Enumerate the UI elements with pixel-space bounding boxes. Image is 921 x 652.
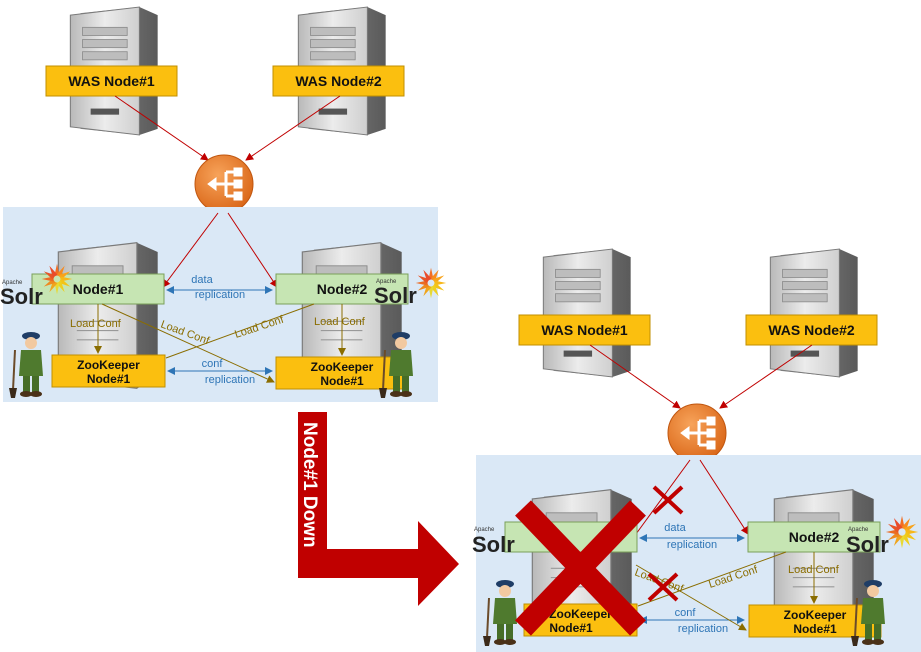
node-down-label: Node#1 Down [299,422,320,548]
was-node-2-label: WAS Node#2 [295,73,382,89]
node-down-transition: Node#1 Down [298,412,459,606]
solr-node-2-label: Node#2 [317,281,368,297]
was2-to-lb-line [719,344,813,409]
conf-replication-label-2: replication [678,623,728,635]
solr-node-1-box[interactable] [31,273,165,305]
conf-replication-label-2: replication [205,374,255,386]
was-node-2-label: WAS Node#2 [768,322,855,338]
data-replication-label-1: data [664,522,686,534]
node-down-arrow [298,412,459,606]
was1-to-lb-line [589,344,681,409]
was-server-1-icon [542,248,632,378]
solr-logo-small-text: Apache [376,279,397,285]
failed-node-cross-icon [515,500,646,636]
zookeeper-2-label-2: Node#1 [320,374,364,388]
solr-node-1-label: Node#1 [73,281,124,297]
solr-logo-left: Apache Solr [472,527,515,557]
zookeeper-2-label-1: ZooKeeper [784,608,847,622]
load-conf-label-1: Load Conf [70,318,122,330]
load-conf-cross-2 [637,551,787,607]
solr-logo-small-text: Apache [474,527,495,533]
solr-logo-small-text: Apache [848,527,869,533]
solr-node-2-box[interactable] [275,273,409,305]
solr-logo-text: Solr [846,532,889,557]
load-conf-label-4: Load Conf [314,316,366,328]
was-node-2-box[interactable] [272,65,405,97]
solr-logo-left: Apache Solr [0,263,73,309]
was1-to-lb-line [114,95,209,161]
conf-replication-label-1: conf [675,607,697,619]
after-state: WAS Node#1 WAS Node#2 Node#2 Apache Solr… [472,248,921,652]
was-node-1-label: WAS Node#1 [541,322,628,338]
load-balancer-icon [667,403,727,463]
lb-to-node2-line [699,459,749,535]
load-conf-cross-2 [165,303,315,359]
zookeeper-1-label-2: Node#1 [549,621,593,635]
was2-to-lb-line [245,95,341,161]
solr-logo-text: Solr [472,532,515,557]
solr-logo-small-text: Apache [2,280,23,286]
solr-node-2-label: Node#2 [789,529,840,545]
zookeeper-1-label-2: Node#1 [87,372,131,386]
data-replication-label-2: replication [195,289,245,301]
lb-to-node1-line [162,212,219,288]
load-balancer-icon [194,154,254,214]
load-conf-cross-1 [101,303,275,383]
lb-to-node2-line [227,212,278,288]
zookeeper-1-label-1: ZooKeeper [549,607,612,621]
solr-node-2-box[interactable] [747,521,881,553]
was-node-1-label: WAS Node#1 [68,73,155,89]
load-conf-cut-icon [647,572,679,602]
zookeeper-2-label-1: ZooKeeper [311,360,374,374]
zookeeper-2-box[interactable] [275,356,409,390]
conf-replication-label-1: conf [202,358,224,370]
zookeeper-2-label-2: Node#1 [793,622,837,636]
solr-logo-right: Apache Solr [846,515,919,557]
was-node-1-box[interactable] [518,314,651,346]
zookeeper-1-label-1: ZooKeeper [77,358,140,372]
data-replication-label-1: data [191,274,213,286]
lb-link-cut-icon [652,485,684,515]
solr-logo-text: Solr [0,284,43,309]
load-conf-label-4: Load Conf [788,564,840,576]
data-replication-label-2: replication [667,539,717,551]
before-state: WAS Node#1 WAS Node#2 Node#1 Node#2 Apac… [0,6,447,402]
was-node-1-box[interactable] [45,65,178,97]
was-server-2-icon [769,248,859,378]
zookeeper-1-box[interactable] [51,354,166,388]
solr-logo-text: Solr [374,283,417,308]
solr-logo-right: Apache Solr [374,267,447,308]
load-conf-cross-1 [635,564,747,631]
zookeeper-2-box[interactable] [748,604,882,638]
